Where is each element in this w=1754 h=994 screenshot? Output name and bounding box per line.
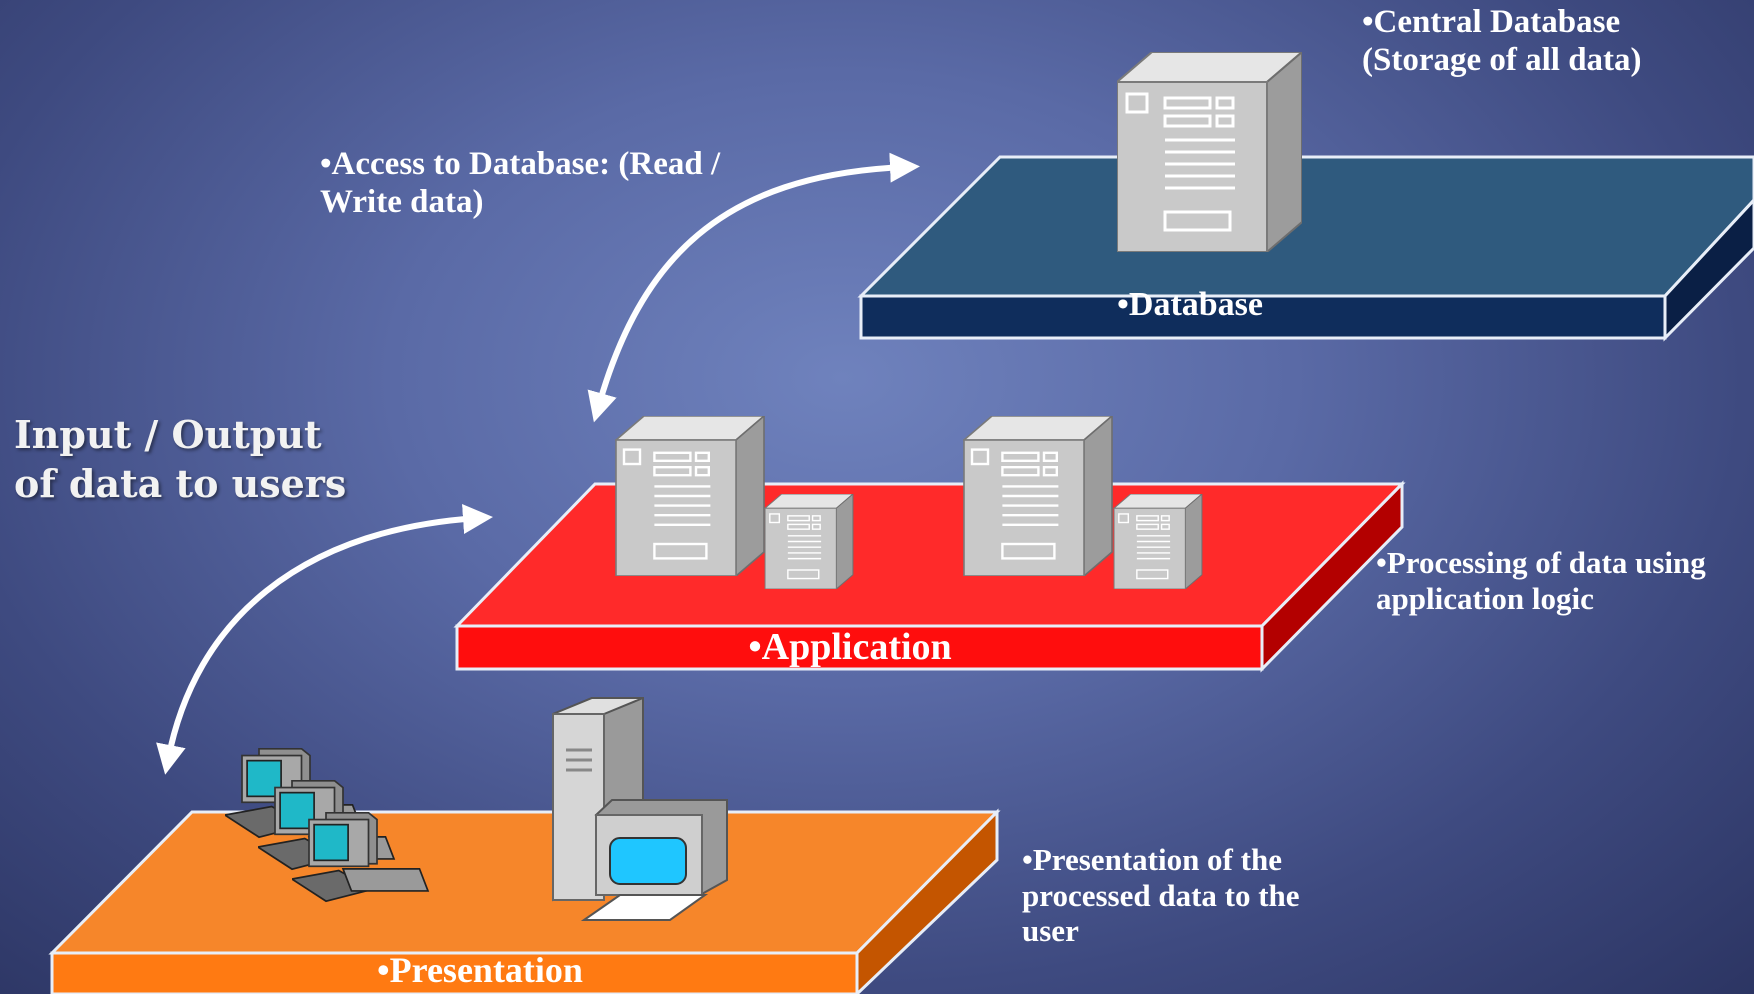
database-platform-side bbox=[1663, 197, 1754, 342]
presentation-note-line: processed data to the bbox=[1022, 877, 1300, 913]
bidirectional-arrow-icon bbox=[156, 504, 493, 775]
processing-note-line: application logic bbox=[1376, 580, 1594, 616]
database-server-icon bbox=[1117, 52, 1302, 252]
presentation-layer-label: •Presentation bbox=[377, 950, 583, 990]
database-access-note-line: •Access to Database: (Read / bbox=[320, 146, 721, 182]
application-server-icon bbox=[963, 416, 1113, 576]
presentation-platform-front bbox=[50, 951, 859, 994]
database-access-note-line: Write data) bbox=[320, 183, 484, 220]
input-output-note: Input / Output of data to users bbox=[14, 410, 346, 509]
presentation-note-line: user bbox=[1022, 913, 1079, 949]
input-output-note-line: Input / Output bbox=[14, 412, 322, 457]
input-output-note-line: of data to users bbox=[14, 461, 347, 507]
central-database-note-line: (Storage of all data) bbox=[1362, 41, 1642, 78]
application-platform bbox=[453, 480, 1406, 673]
presentation-note-line: •Presentation of the bbox=[1022, 842, 1282, 877]
presentation-note: •Presentation of the processed data to t… bbox=[1022, 842, 1300, 949]
database-platform bbox=[857, 155, 1754, 342]
application-platform-top bbox=[453, 482, 1406, 628]
bidirectional-arrow-icon bbox=[587, 152, 920, 423]
central-database-note: •Central Database (Storage of all data) bbox=[1362, 4, 1642, 80]
application-server-small-icon bbox=[764, 494, 854, 589]
database-platform-top bbox=[857, 155, 1754, 298]
central-database-note-line: •Central Database bbox=[1362, 4, 1621, 40]
application-server-icon bbox=[615, 416, 765, 576]
database-access-note: •Access to Database: (Read / Write data) bbox=[320, 146, 720, 222]
application-server-small-icon bbox=[1113, 494, 1203, 589]
application-layer-label: •Application bbox=[748, 626, 952, 668]
database-layer-label: •Database bbox=[1116, 286, 1263, 323]
processing-note: •Processing of data using application lo… bbox=[1376, 545, 1706, 616]
presentation-platform-top bbox=[48, 810, 1001, 955]
processing-note-line: •Processing of data using bbox=[1376, 545, 1706, 580]
client-computer-icon bbox=[552, 697, 728, 921]
presentation-platform-side bbox=[855, 808, 999, 994]
application-platform-side bbox=[1260, 480, 1404, 673]
